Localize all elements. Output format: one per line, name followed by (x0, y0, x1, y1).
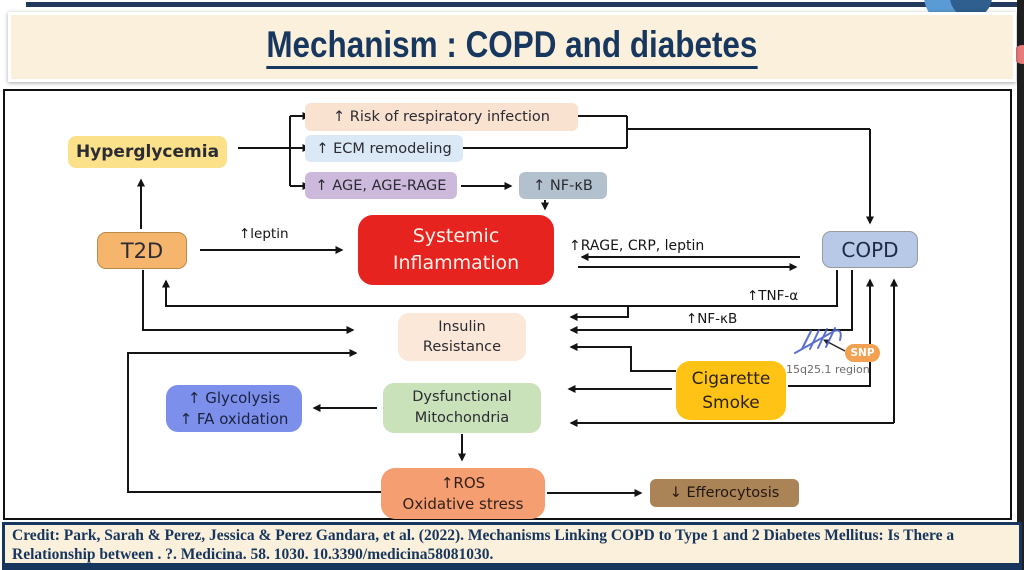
node-label-line2: Oxidative stress (402, 494, 524, 513)
node-label-line2: Smoke (702, 392, 760, 413)
node-label-line1: ↑ Glycolysis (187, 388, 281, 407)
node-ros-oxidative-stress: ↑ROS Oxidative stress (381, 468, 545, 519)
node-label-line1: Systemic (412, 225, 500, 247)
node-label: COPD (841, 237, 899, 262)
node-label: ↑ ECM remodeling (316, 140, 452, 157)
node-glycolysis-fa-oxidation: ↑ Glycolysis ↑ FA oxidation (166, 385, 302, 432)
node-efferocytosis: ↓ Efferocytosis (650, 479, 799, 507)
node-copd: COPD (822, 231, 918, 268)
edge-label-leptin: ↑leptin (239, 226, 289, 242)
node-label-line1: Cigarette (691, 368, 771, 389)
snp-region-label: 15q25.1 region (786, 363, 870, 376)
page-title: Mechanism : COPD and diabetes (266, 24, 758, 70)
deco-circle-salmon (1013, 45, 1024, 64)
credit-bar: Credit: Park, Sarah & Perez, Jessica & P… (2, 522, 1022, 570)
node-label: ↓ Efferocytosis (669, 485, 780, 501)
right-edge-bar (1017, 0, 1024, 570)
node-label-line1: Insulin (438, 319, 486, 335)
node-label-line2: Inflammation (392, 252, 520, 274)
node-label: ↑ Risk of respiratory infection (333, 109, 550, 125)
node-label-line2: Mitochondria (414, 410, 510, 426)
node-hyperglycemia: Hyperglycemia (68, 136, 227, 168)
edge-label-rage-crp-leptin: ↑RAGE, CRP, leptin (569, 238, 705, 254)
node-label-line2: Resistance (422, 339, 502, 355)
node-t2d: T2D (97, 232, 187, 269)
node-insulin-resistance: Insulin Resistance (398, 313, 526, 361)
top-accent-line (26, 2, 1024, 7)
node-label: SNP (850, 347, 875, 359)
node-label: T2D (120, 238, 164, 263)
node-age-rage: ↑ AGE, AGE-RAGE (305, 172, 457, 199)
node-label-line2: ↑ FA oxidation (179, 409, 289, 428)
node-label-line1: Dysfunctional (412, 389, 512, 405)
title-panel: Mechanism : COPD and diabetes (8, 12, 1016, 82)
edge-label-nf-kb: ↑NF-κB (686, 311, 738, 327)
node-ecm-remodeling: ↑ ECM remodeling (305, 135, 463, 162)
node-dysfunctional-mitochondria: Dysfunctional Mitochondria (383, 383, 541, 433)
node-cigarette-smoke: Cigarette Smoke (676, 361, 786, 420)
node-label: ↑ NF-κB (533, 177, 593, 194)
node-label: ↑ AGE, AGE-RAGE (315, 177, 447, 194)
node-label: Hyperglycemia (75, 142, 220, 162)
node-systemic-inflammation: Systemic Inflammation (358, 215, 554, 285)
edge-label-tnf-alpha: ↑TNF-α (747, 288, 799, 304)
credit-text: Credit: Park, Sarah & Perez, Jessica & P… (12, 527, 955, 563)
node-snp-badge: SNP (845, 344, 880, 362)
node-nfkb: ↑ NF-κB (519, 172, 607, 199)
node-label-line1: ↑ROS (440, 473, 486, 492)
node-respiratory-infection: ↑ Risk of respiratory infection (305, 103, 578, 131)
